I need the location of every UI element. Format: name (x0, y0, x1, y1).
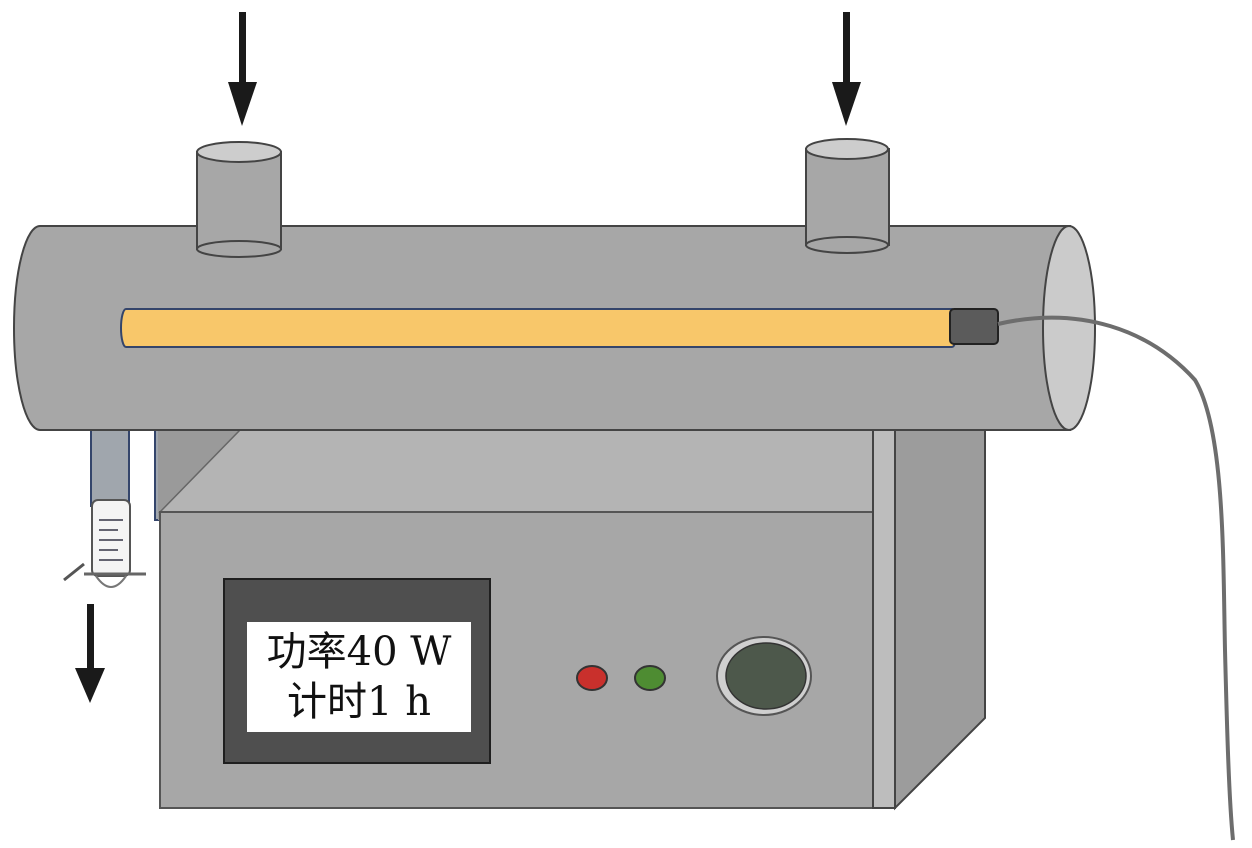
outlet-arrow-icon (75, 604, 105, 703)
power-cable (997, 315, 1235, 841)
support-plate (158, 430, 245, 520)
knob (716, 636, 812, 716)
red-indicator-light (576, 665, 608, 691)
timer-readout: 计时1 h (287, 679, 431, 725)
inlet-pipe-right (805, 138, 890, 254)
display-panel: 功率40 W 计时1 h (223, 578, 491, 764)
display-screen: 功率40 W 计时1 h (247, 622, 471, 732)
sample-tube (63, 499, 146, 588)
inlet-pipe-left (196, 141, 282, 258)
uv-lamp (120, 308, 999, 348)
inlet-arrow-icon-right (832, 12, 861, 126)
inlet-arrow-icon-left (228, 12, 257, 126)
green-indicator-light (634, 665, 666, 691)
power-readout: 功率40 W (266, 629, 452, 675)
